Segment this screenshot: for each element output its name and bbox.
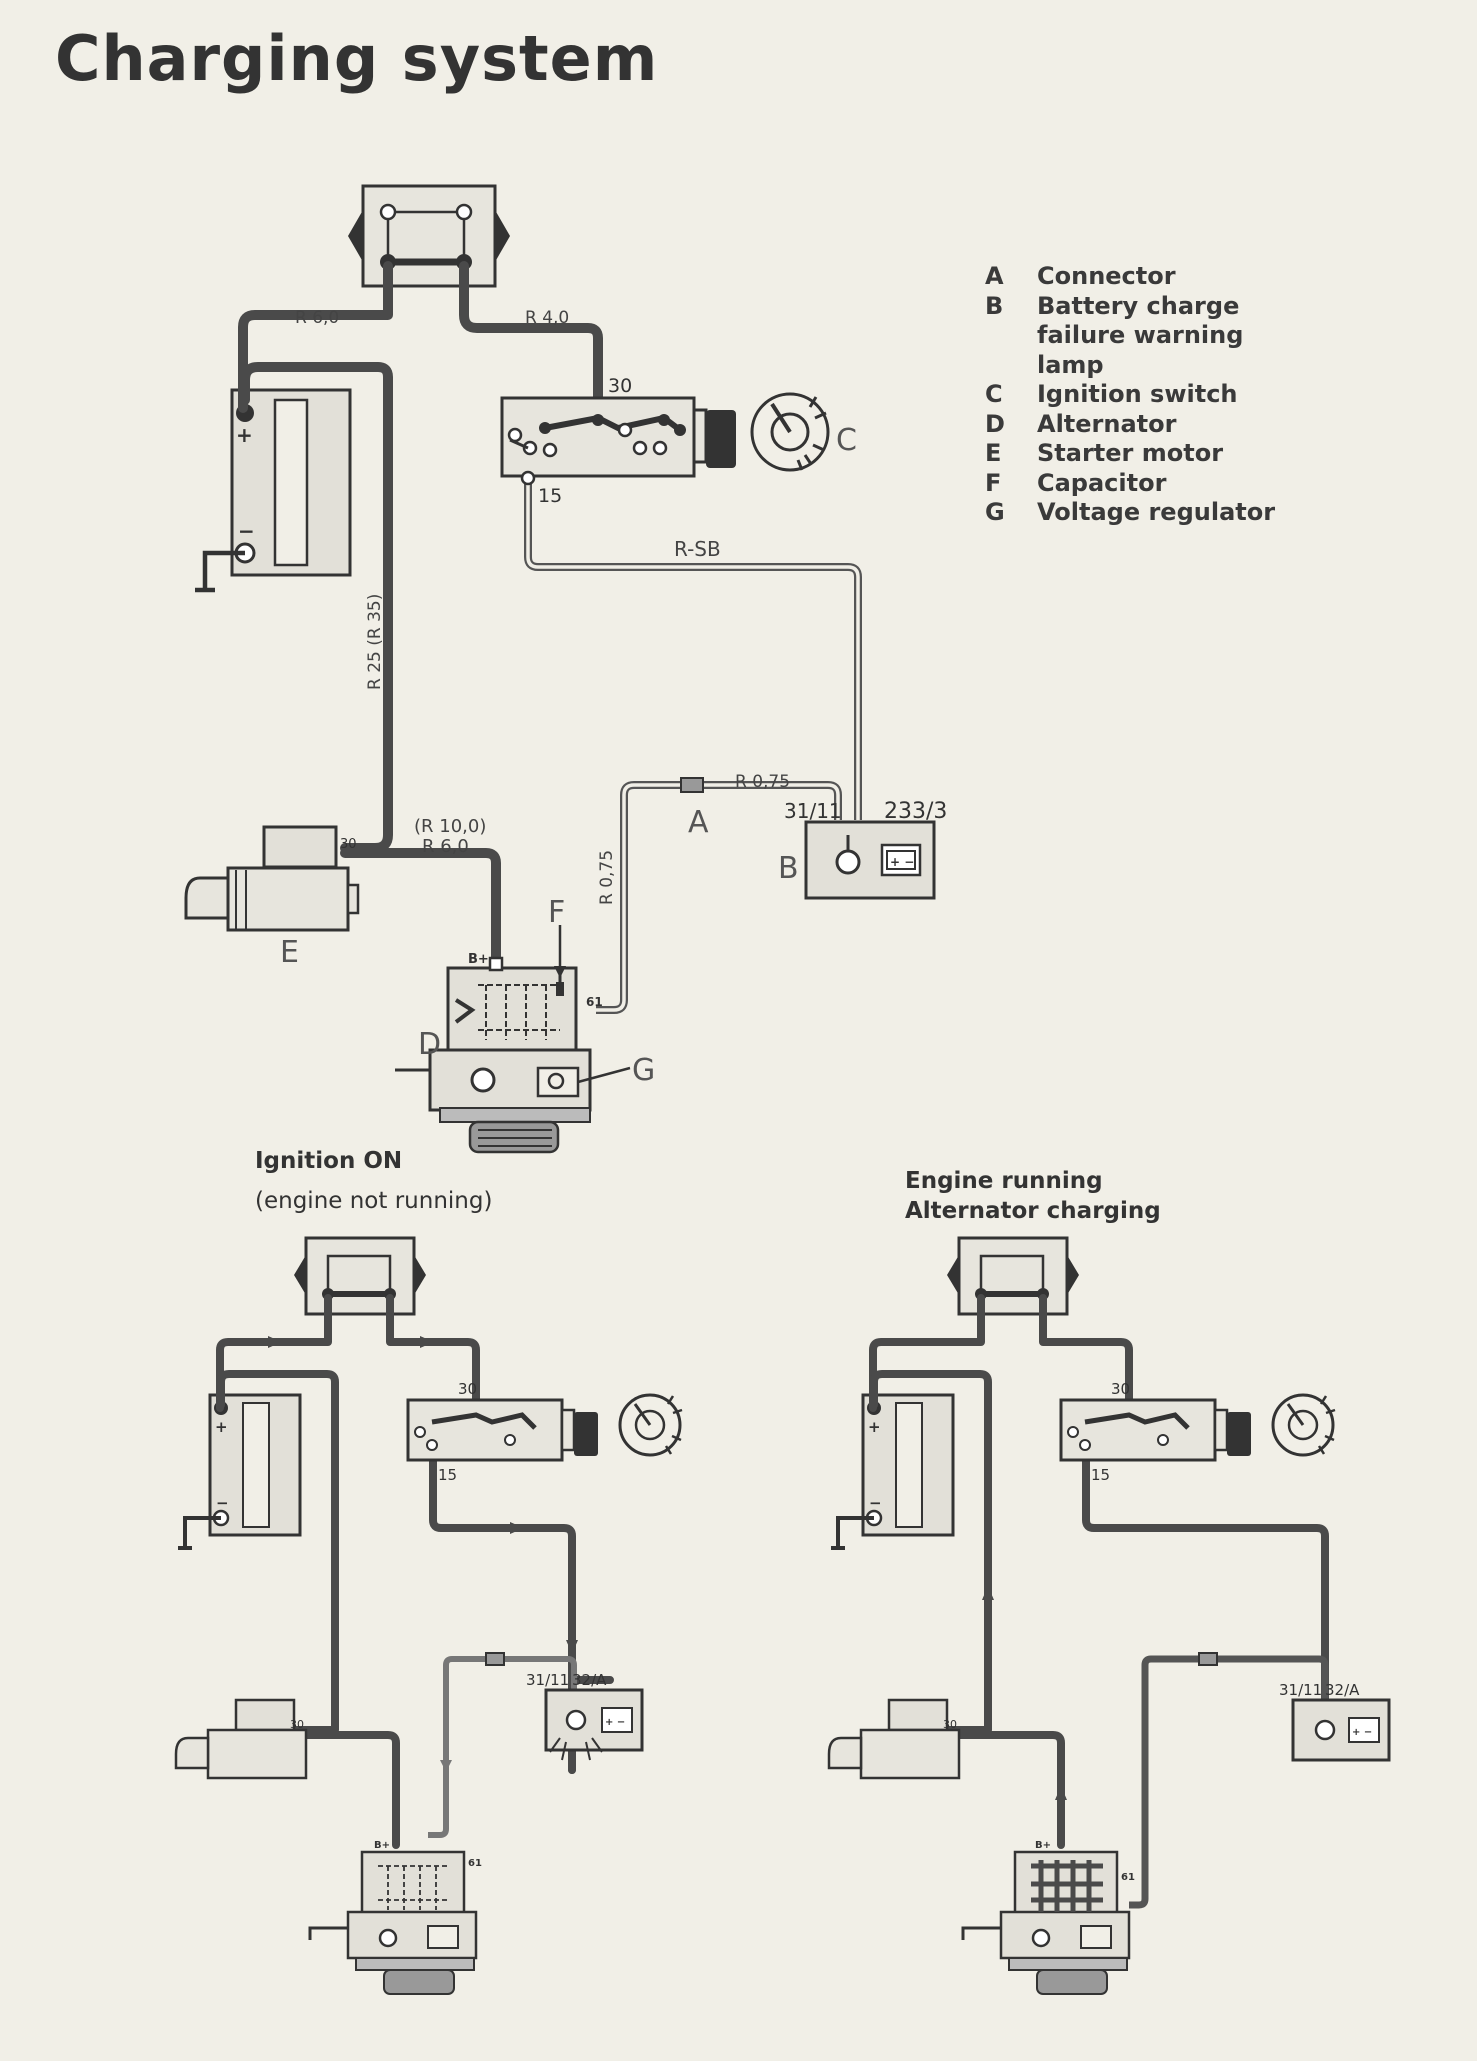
legend-text: Battery charge failure warning lamp	[1037, 291, 1244, 379]
letter-a: A	[688, 805, 709, 840]
svg-text:+ −: + −	[605, 1717, 625, 1728]
left-battery-minus: −	[216, 1494, 229, 1512]
svg-text:+ −: + −	[1352, 1727, 1372, 1738]
label-r100: (R 10,0)	[414, 816, 486, 837]
lamp-terminal-31: 31/11	[784, 799, 842, 823]
legend-letter: F	[985, 468, 1002, 497]
switch-terminal-30: 30	[608, 375, 632, 397]
left-terminal-31: 31/11	[526, 1671, 569, 1689]
letter-f: F	[548, 895, 565, 930]
legend-letter: G	[985, 498, 1005, 526]
starter-terminal-30: 30	[340, 837, 357, 852]
left-terminal-30: 30	[458, 1380, 477, 1398]
left-terminal-starter: 30	[290, 1718, 304, 1731]
legend-item-e: E Starter motor	[985, 439, 1337, 469]
left-terminal-15: 15	[438, 1466, 457, 1484]
starter-motor	[184, 825, 360, 932]
label-rsb: R-SB	[674, 537, 721, 561]
alternator	[395, 925, 631, 1154]
wire-r60-battery	[238, 261, 393, 413]
main-diagram: + −	[184, 184, 947, 1154]
alt-terminal-61: 61	[586, 995, 603, 1009]
wire-r60-alternator	[340, 848, 501, 965]
legend-item-c: C Ignition switch	[985, 380, 1337, 410]
ignition-switch	[500, 392, 830, 486]
label-r40: R 4,0	[525, 308, 569, 328]
left-terminal-32: 32/A	[572, 1671, 607, 1689]
wire-r25-starter	[240, 362, 393, 853]
right-caption-line2: Alternator charging	[905, 1198, 1161, 1224]
battery: + −	[195, 388, 352, 593]
legend-text: Ignition switch	[1037, 380, 1238, 408]
right-caption-line1: Engine running	[905, 1168, 1103, 1194]
label-r60-top: R 6,0	[295, 308, 339, 328]
right-panel-caption: Engine running Alternator charging	[905, 1166, 1161, 1226]
left-caption-line1: Ignition ON	[255, 1148, 403, 1174]
legend-letter: E	[985, 439, 1002, 467]
legend-letter: A	[985, 262, 1004, 290]
letter-d: D	[418, 1027, 441, 1062]
label-r075-v: R 0,75	[597, 850, 617, 905]
lamp-terminal-233: 233/3	[884, 799, 947, 824]
legend-text: Voltage regulator	[1037, 498, 1276, 526]
left-panel-diagram: + −	[174, 1236, 683, 1995]
main-thick-wires	[238, 261, 603, 965]
legend-letter: B	[985, 291, 1004, 320]
legend-text: Connector	[1037, 262, 1176, 290]
letter-e: E	[280, 935, 299, 970]
right-panel-diagram: + − 30 15	[827, 1236, 1391, 1995]
letter-b: B	[778, 851, 799, 886]
right-terminal-30: 30	[1111, 1380, 1130, 1398]
left-terminal-b: B+	[374, 1840, 390, 1851]
legend-item-g: G Voltage regulator	[985, 498, 1337, 528]
right-terminal-32: 32/A	[1325, 1681, 1360, 1699]
right-terminal-15: 15	[1091, 1466, 1110, 1484]
legend-item-a: A Connector	[985, 262, 1337, 292]
wire-rsb	[524, 475, 862, 820]
legend-text: Capacitor	[1037, 468, 1167, 497]
warning-lamp: + −	[804, 820, 936, 900]
left-caption-line2: (engine not running)	[255, 1188, 493, 1214]
legend: A Connector B Battery charge failure war…	[985, 262, 1337, 528]
label-r25: R 25 (R 35)	[365, 594, 385, 690]
label-r60-alt: R 6,0	[422, 836, 469, 857]
legend-item-b: B Battery charge failure warning lamp	[985, 292, 1337, 381]
battery-minus: −	[238, 519, 255, 543]
top-connector-block	[348, 184, 510, 288]
right-battery-plus: +	[868, 1418, 881, 1436]
legend-item-d: D Alternator	[985, 410, 1337, 440]
legend-letter: C	[985, 380, 1003, 408]
legend-item-f: F Capacitor	[985, 469, 1337, 499]
right-terminal-b: B+	[1035, 1840, 1051, 1851]
page-title: Charging system	[55, 22, 659, 95]
switch-terminal-15: 15	[538, 485, 562, 507]
svg-text:+ −: + −	[890, 855, 914, 869]
right-battery-minus: −	[869, 1494, 882, 1512]
legend-letter: D	[985, 409, 1005, 438]
legend-text: Alternator	[1037, 409, 1177, 438]
connector-a-shape	[680, 777, 704, 793]
right-terminal-61: 61	[1121, 1872, 1135, 1883]
legend-text: Starter motor	[1037, 439, 1224, 467]
left-terminal-61: 61	[468, 1858, 482, 1869]
label-r075-h: R 0,75	[735, 772, 790, 792]
battery-plus: +	[236, 423, 253, 447]
right-terminal-starter: 30	[943, 1718, 957, 1731]
right-terminal-31: 31/11	[1279, 1681, 1322, 1699]
left-panel-caption: Ignition ON (engine not running)	[255, 1148, 492, 1214]
left-battery-plus: +	[215, 1418, 228, 1436]
wire-r40-switch	[459, 261, 603, 423]
letter-c: C	[836, 423, 857, 458]
letter-g: G	[632, 1053, 655, 1088]
alt-terminal-b: B+	[468, 952, 489, 967]
